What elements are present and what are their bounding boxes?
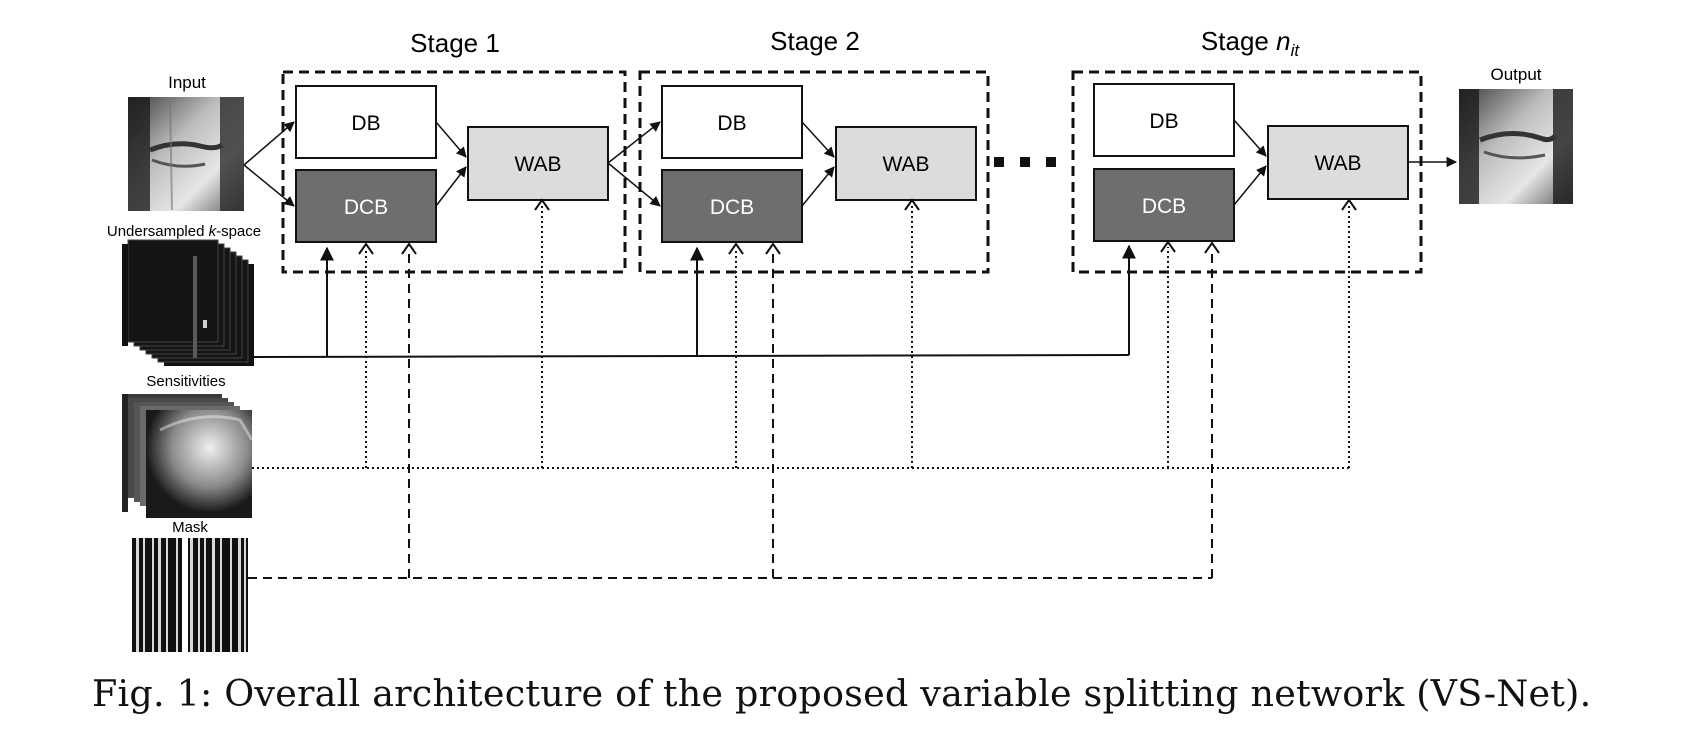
input-arrowheads (358, 198, 1357, 255)
kspace-connections (253, 244, 1136, 358)
mask-stripe (152, 538, 154, 652)
mask-stripe (220, 538, 222, 652)
stage-1-dcb-block (295, 169, 437, 243)
stage-1-title: Stage 1 (410, 28, 500, 58)
stage-1-db-block (295, 85, 437, 159)
stage-2-wab-block (835, 126, 977, 201)
mask-label: Mask (172, 519, 208, 536)
sensitivities-stack (122, 394, 254, 518)
stage-n-it-frame (1071, 70, 1423, 274)
stage-1: Stage 1 DB DCB WAB (281, 28, 627, 274)
stage-n-it-dcb-block (1093, 168, 1235, 242)
mask-stripe (244, 538, 246, 652)
figure-caption: Fig. 1: Overall architecture of the prop… (92, 672, 1592, 715)
stage-n-it-title: Stage nit (1201, 26, 1300, 60)
stage-n-it-wab-block (1267, 125, 1409, 200)
sensitivities-label: Sensitivities (146, 373, 225, 390)
stage-1-wab-label: WAB (514, 153, 561, 176)
output-image (1459, 89, 1573, 204)
sensitivities-connections (252, 205, 1350, 469)
stage-2-title: Stage 2 (770, 26, 860, 56)
input-image (128, 97, 244, 211)
output-label: Output (1490, 65, 1541, 84)
stage-1-dcb-label: DCB (344, 196, 388, 219)
mask-stripe (204, 538, 206, 652)
mask-stripe (198, 538, 200, 652)
stage-1-frame (281, 70, 627, 274)
mask-stripe (238, 538, 241, 652)
stage-n-it-db-label: DB (1149, 110, 1178, 133)
stage-2-dcb-label: DCB (710, 196, 754, 219)
flow-arrows (243, 119, 1458, 207)
mask-stripe (176, 538, 178, 652)
stage-n-it: Stage nit DB DCB WAB (1071, 26, 1423, 274)
stage-2: Stage 2 DB DCB WAB (638, 26, 990, 274)
mask-stripe (158, 538, 161, 652)
input-label: Input (168, 73, 206, 92)
mask-stripe (143, 538, 145, 652)
stage-n-it-wab-label: WAB (1314, 152, 1361, 175)
mask-stripe (166, 538, 168, 652)
stage-2-frame (638, 70, 990, 274)
stage-2-db-label: DB (717, 112, 746, 135)
mask-gap (182, 538, 188, 652)
kspace-stack (122, 239, 254, 366)
mask-connections (248, 248, 1213, 579)
stage-n-it-db-block (1093, 83, 1235, 157)
mask-image (132, 538, 248, 652)
stage-ellipsis (994, 157, 1056, 167)
stage-2-db-block (661, 85, 803, 159)
stage-n-it-dcb-label: DCB (1142, 195, 1186, 218)
mask-stripe (230, 538, 232, 652)
stage-2-wab-label: WAB (882, 153, 929, 176)
stage-1-db-label: DB (351, 112, 380, 135)
stage-2-dcb-block (661, 169, 803, 243)
mask-stripe (136, 538, 139, 652)
mask-stripe (190, 538, 193, 652)
kspace-label: Undersampled k-space (107, 223, 261, 240)
mask-stripe (212, 538, 215, 652)
